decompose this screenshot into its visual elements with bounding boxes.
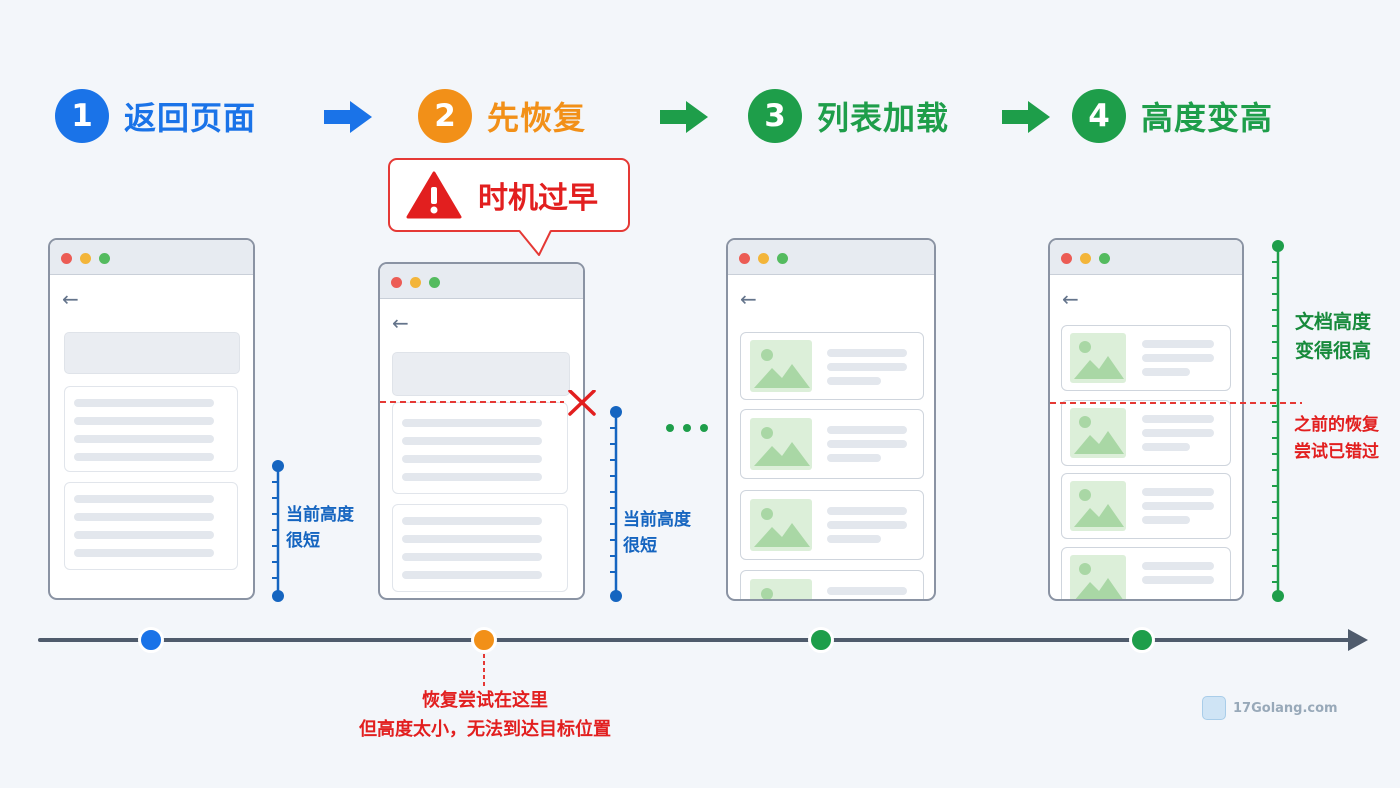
step-2-number: 2 (418, 89, 472, 143)
browser-window-2: ← (378, 262, 585, 600)
timeline-node-step-3 (808, 627, 834, 653)
back-arrow-icon: ← (392, 311, 409, 335)
step-2: 2 先恢复 (418, 89, 586, 143)
step-3-number: 3 (748, 89, 802, 143)
search-bar-placeholder (392, 352, 570, 396)
image-placeholder-icon (1070, 555, 1126, 599)
watermark-text: 17Golang.com (1233, 700, 1338, 716)
list-item (1061, 473, 1231, 539)
list-item (1061, 547, 1231, 599)
timeline-node-step-1 (138, 627, 164, 653)
list-item (740, 490, 924, 560)
list-item (740, 332, 924, 400)
window-titlebar (728, 240, 934, 275)
step-1-label: 返回页面 (124, 99, 257, 137)
back-arrow-icon: ← (62, 287, 79, 311)
maximize-dot-icon (99, 253, 110, 264)
short-height-note: 当前高度 很短 (623, 510, 691, 556)
step-3-label: 列表加载 (817, 99, 950, 137)
short-height-note: 当前高度 很短 (286, 505, 354, 551)
close-dot-icon (61, 253, 72, 264)
close-dot-icon (739, 253, 750, 264)
step-3: 3 列表加载 (748, 89, 949, 143)
list-item (740, 570, 924, 599)
tall-height-note: 文档高度 变得很高 (1295, 311, 1372, 362)
image-placeholder-icon (750, 340, 812, 392)
content-card (64, 482, 238, 570)
content-card (64, 386, 238, 472)
step-4: 4 高度变高 (1072, 89, 1273, 143)
image-placeholder-icon (1070, 481, 1126, 531)
image-placeholder-icon (750, 418, 812, 470)
timeline-node-step-2 (471, 627, 497, 653)
watermark-logo-icon (1202, 696, 1226, 720)
maximize-dot-icon (1099, 253, 1110, 264)
restore-attempt-connector (483, 654, 485, 686)
height-ruler-tall (1272, 240, 1284, 602)
step-4-label: 高度变高 (1141, 99, 1274, 137)
window-titlebar (1050, 240, 1242, 275)
image-placeholder-icon (1070, 408, 1126, 458)
callout-text: 时机过早 (478, 181, 598, 216)
browser-window-3: ← (726, 238, 936, 601)
minimize-dot-icon (758, 253, 769, 264)
image-placeholder-icon (1070, 333, 1126, 383)
minimize-dot-icon (1080, 253, 1091, 264)
arrow-right-icon (660, 101, 708, 133)
ellipsis-icon (666, 424, 708, 432)
close-dot-icon (1061, 253, 1072, 264)
watermark: 17Golang.com (1202, 696, 1338, 720)
height-ruler-short (610, 406, 622, 602)
back-arrow-icon: ← (740, 287, 757, 311)
close-dot-icon (391, 277, 402, 288)
step-1: 1 返回页面 (55, 89, 256, 143)
minimize-dot-icon (410, 277, 421, 288)
timeline-arrowhead-icon (1348, 629, 1368, 651)
maximize-dot-icon (429, 277, 440, 288)
step-2-label: 先恢复 (487, 99, 587, 137)
step-1-number: 1 (55, 89, 109, 143)
target-position-line (380, 390, 596, 416)
list-item (1061, 400, 1231, 466)
back-arrow-icon: ← (1062, 287, 1079, 311)
height-ruler-short (272, 460, 284, 602)
image-placeholder-icon (750, 579, 812, 599)
restore-attempt-note: 恢复尝试在这里 但高度太小，无法到达目标位置 (359, 690, 611, 740)
step-4-number: 4 (1072, 89, 1126, 143)
early-timing-callout: 时机过早 (388, 158, 630, 232)
target-miss-cross-icon (568, 390, 596, 416)
search-bar-placeholder (64, 332, 240, 374)
warning-triangle-icon (406, 171, 462, 219)
minimize-dot-icon (80, 253, 91, 264)
window-titlebar (50, 240, 253, 275)
browser-window-1: ← (48, 238, 255, 600)
browser-window-4: ← (1048, 238, 1244, 601)
maximize-dot-icon (777, 253, 788, 264)
callout-pointer (518, 229, 552, 256)
arrow-right-icon (324, 101, 372, 133)
list-item (1061, 325, 1231, 391)
content-card (392, 504, 568, 592)
arrow-right-icon (1002, 101, 1050, 133)
window-titlebar (380, 264, 583, 299)
timeline-node-step-4 (1129, 627, 1155, 653)
timeline-axis (38, 629, 1368, 651)
image-placeholder-icon (750, 499, 812, 551)
missed-position-line (1050, 402, 1302, 404)
list-item (740, 409, 924, 479)
missed-attempt-note: 之前的恢复 尝试已错过 (1294, 415, 1379, 462)
